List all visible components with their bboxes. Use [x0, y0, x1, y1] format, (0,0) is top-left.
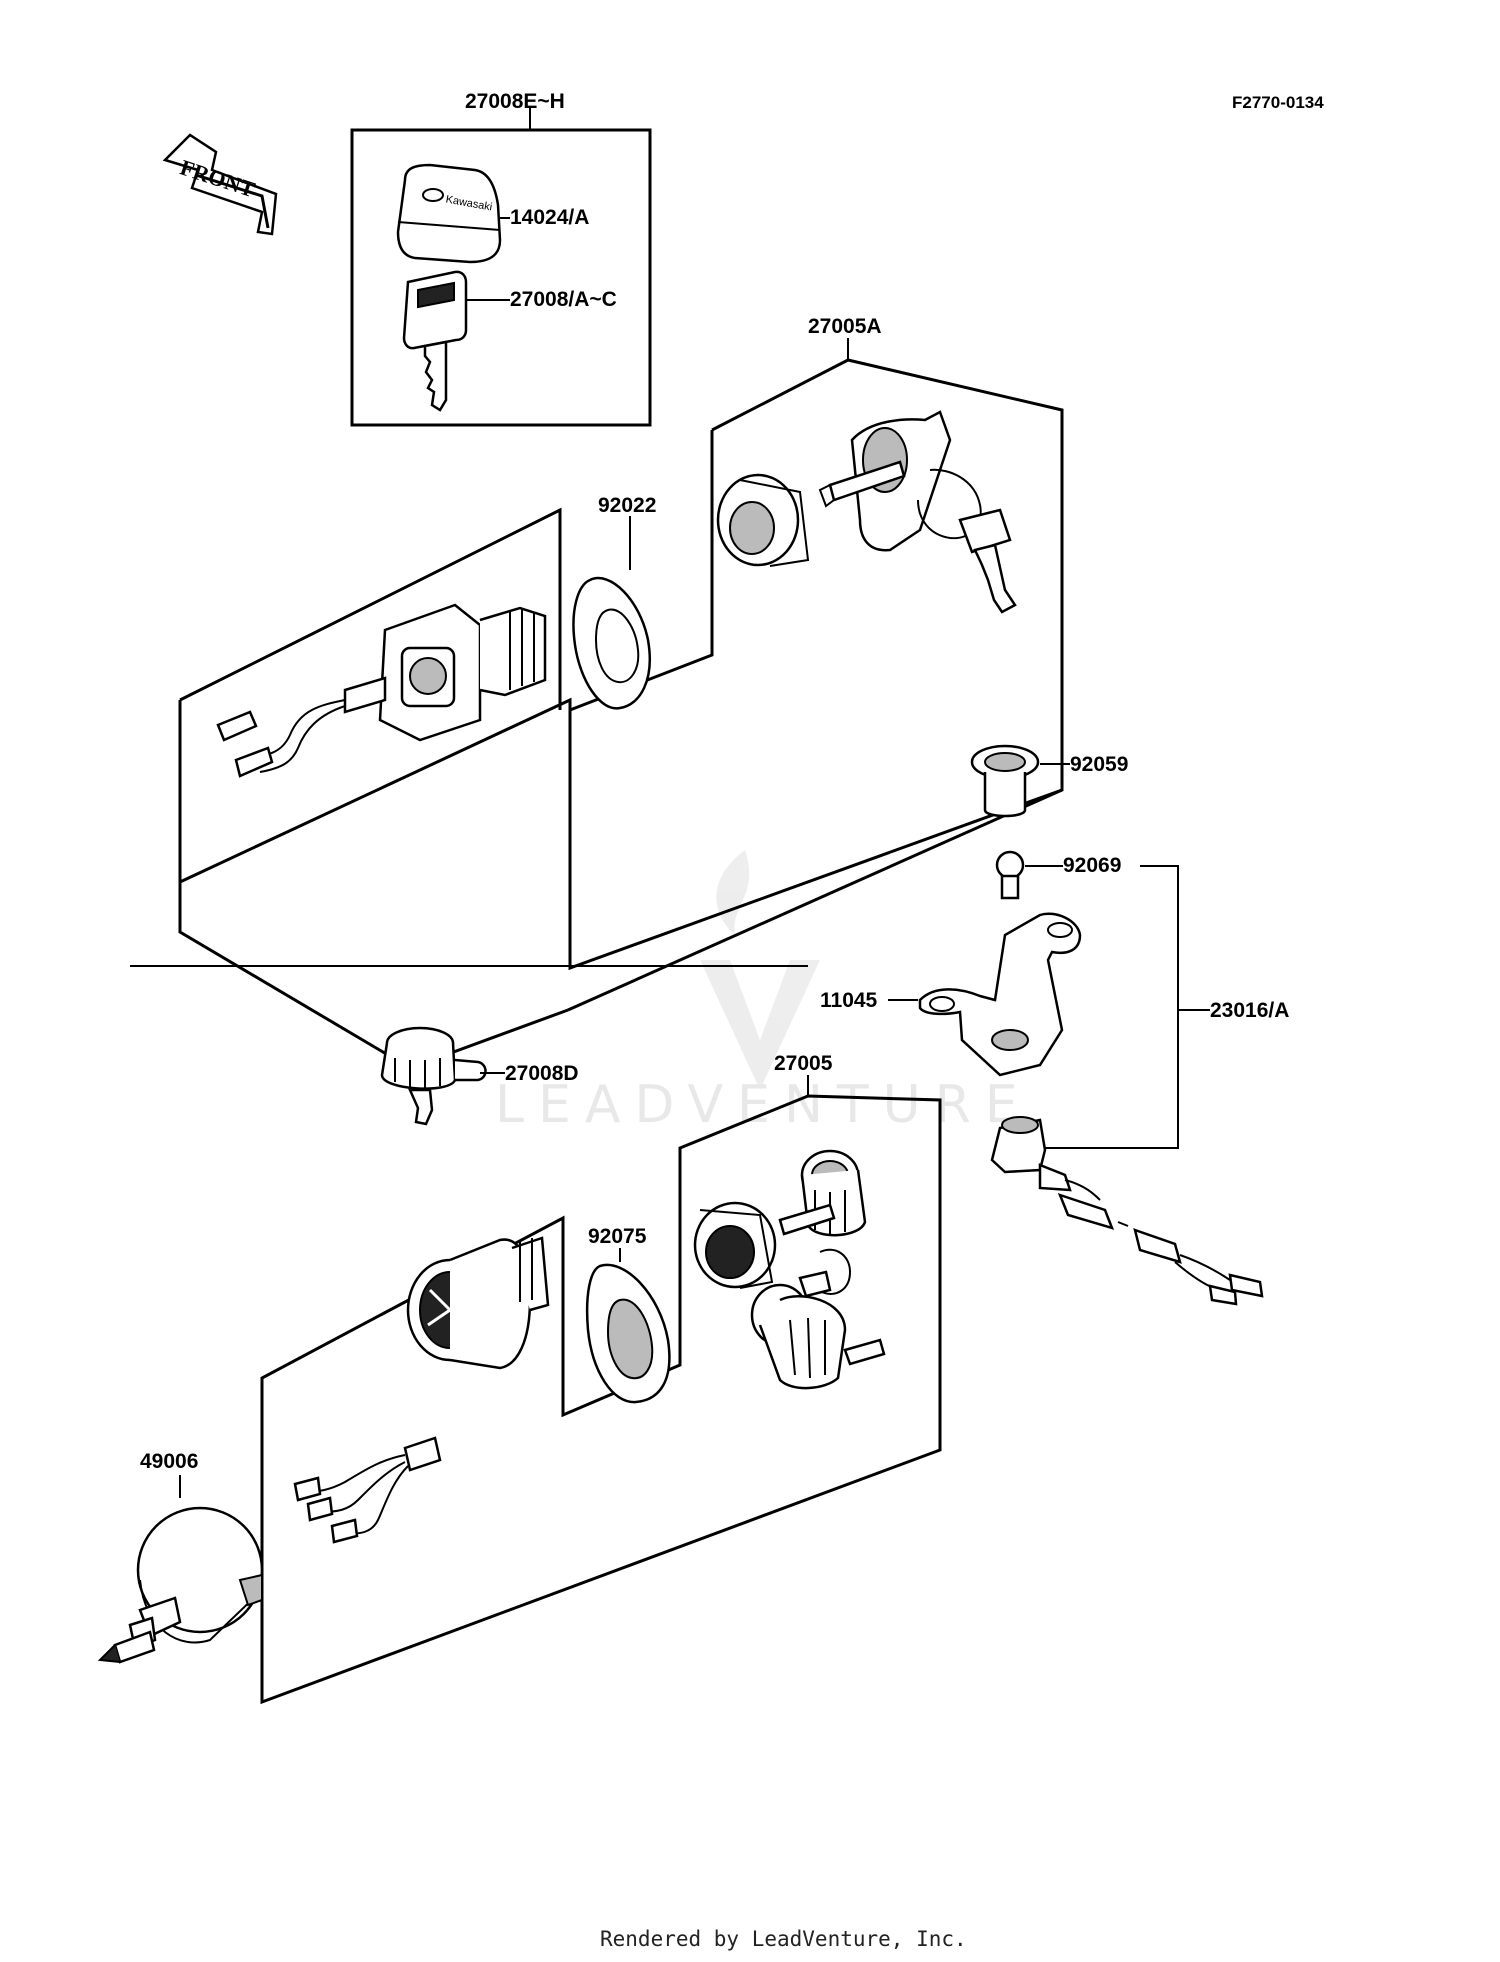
- key-box-27008E-H: 27008E~H Kawasaki 14024/A 27008/A~C: [350, 90, 652, 427]
- key-cap-upper: [818, 410, 1017, 614]
- leader-23016A: [1043, 865, 1179, 1149]
- label-27008D: 27008D: [505, 1062, 579, 1085]
- washer-92075: [585, 1263, 671, 1404]
- label-23016A: 23016/A: [1210, 999, 1289, 1022]
- grommet-92059: [970, 744, 1040, 818]
- watermark-text: LEADVENTURE: [495, 1075, 1032, 1135]
- assembly-27005A: 27005A 92022: [178, 315, 1064, 1070]
- ignition-key: [402, 270, 468, 412]
- buzzer-49006: [97, 1475, 264, 1664]
- socket-23016A: [990, 1116, 1264, 1306]
- key-cap-27008D: [380, 1026, 487, 1126]
- bracket-11045: [918, 912, 1082, 1077]
- label-92069: 92069: [1063, 854, 1121, 877]
- label-92059: 92059: [1070, 753, 1128, 776]
- bulb-92069: [995, 850, 1025, 900]
- label-27005: 27005: [774, 1052, 833, 1075]
- label-49006: 49006: [140, 1450, 198, 1473]
- washer-92022: [572, 576, 651, 710]
- lock-nut-upper: [716, 473, 810, 567]
- lock-nut-lower: [693, 1201, 777, 1289]
- label-92022: 92022: [598, 494, 656, 517]
- footer-credit: Rendered by LeadVenture, Inc.: [600, 1927, 967, 1951]
- key-head-cover: Kawasaki: [396, 163, 502, 264]
- figure-id: F2770-0134: [1232, 93, 1324, 112]
- assembly-27005: 27005 92075: [260, 1052, 942, 1705]
- label-27008E-H: 27008E~H: [465, 90, 565, 113]
- label-92075: 92075: [588, 1225, 647, 1248]
- watermark-logo: LEADVENTURE: [495, 850, 1032, 1135]
- front-arrow: FRONT: [162, 133, 278, 236]
- ignition-switch-upper: [216, 603, 547, 778]
- label-14024A: 14024/A: [510, 206, 589, 229]
- key-cap-lower: [750, 1149, 886, 1390]
- label-11045: 11045: [820, 989, 878, 1012]
- ignition-switch-lower: [293, 1236, 550, 1544]
- label-27005A: 27005A: [808, 315, 882, 338]
- label-27008A-C: 27008/A~C: [510, 288, 617, 311]
